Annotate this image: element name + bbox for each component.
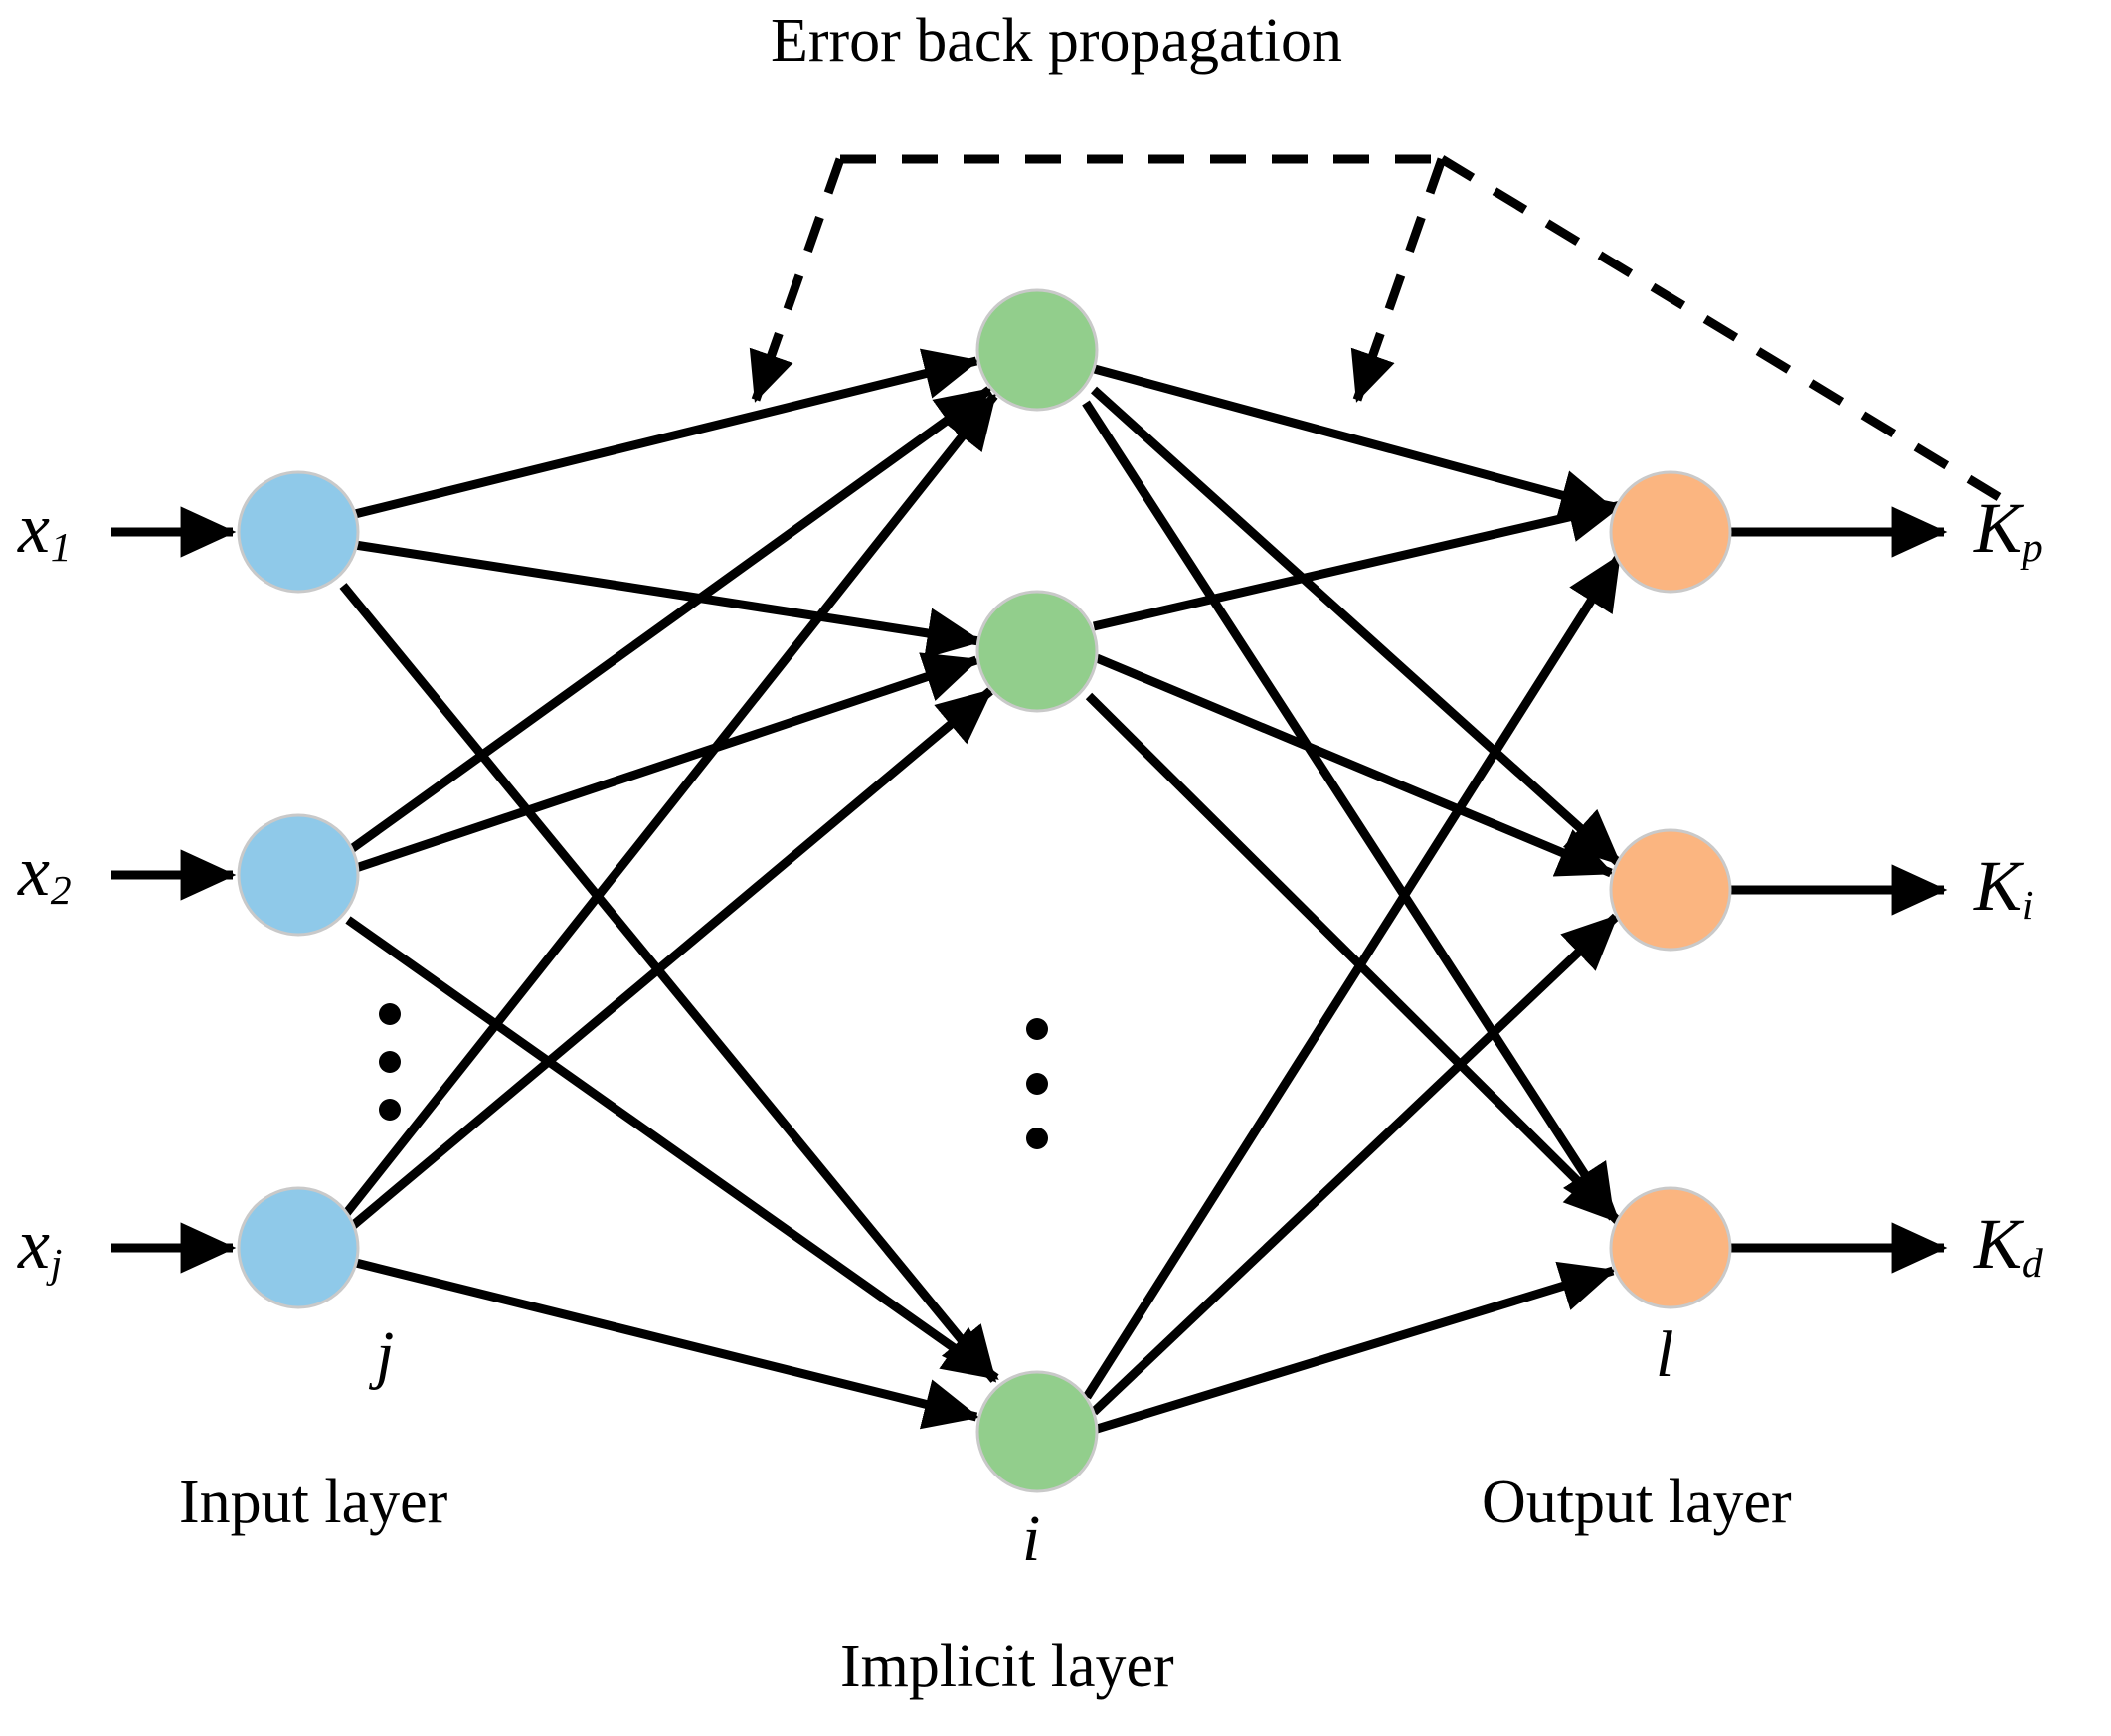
backprop-path-group — [749, 154, 2002, 501]
output-label-p-sub: p — [2022, 525, 2043, 572]
input-label-2: x2 — [18, 835, 72, 912]
edge-h2-o1 — [1092, 491, 1625, 631]
ellipsis-dots — [379, 1003, 1048, 1149]
output-node-p — [1609, 470, 1732, 594]
hidden-node-i — [975, 1370, 1099, 1493]
hidden-ellipsis-dot-1 — [1026, 1018, 1048, 1040]
input-label-1-sub: 1 — [50, 525, 72, 572]
edge-h2-o2 — [1095, 653, 1615, 878]
edge-h3-o1 — [1083, 554, 1623, 1400]
input-label-2-base: x — [18, 831, 50, 911]
hidden-node-2 — [975, 590, 1099, 713]
output-layer-label: Output layer — [1482, 1469, 1792, 1536]
output-label-i-sub: i — [2022, 883, 2034, 930]
input-node-1 — [237, 470, 360, 594]
input-ellipsis-dot-1 — [379, 1003, 401, 1025]
output-node-d — [1609, 1186, 1732, 1309]
hidden-ellipsis-dot-2 — [1026, 1073, 1048, 1095]
output-arrow-group — [1730, 506, 1948, 1274]
backprop-from-output — [1439, 155, 2002, 501]
edge-ij-h3 — [354, 1258, 980, 1430]
implicit-layer-label: Implicit layer — [840, 1633, 1174, 1700]
edge-ij-h1 — [341, 393, 998, 1218]
diagram-title: Error back propagation — [771, 7, 1342, 75]
hidden-node-1 — [975, 288, 1099, 412]
output-layer-index-label: l — [1656, 1318, 1674, 1391]
input-layer-index-label: j — [376, 1318, 395, 1391]
output-nodes — [1609, 470, 1732, 1309]
input-nodes — [237, 470, 360, 1309]
input-label-j-base: x — [18, 1204, 50, 1284]
edge-ij-h2 — [347, 687, 993, 1232]
backprop-arrow-hidden1 — [749, 157, 845, 403]
output-label-d-base: K — [1974, 1204, 2023, 1284]
input-arrow-group — [111, 506, 237, 1274]
edge-i1-h3 — [339, 583, 998, 1383]
output-label-i-base: K — [1974, 846, 2023, 926]
output-label-d-sub: d — [2022, 1241, 2043, 1288]
input-label-2-sub: 2 — [50, 868, 72, 915]
edge-h1-o2 — [1090, 386, 1623, 867]
hidden-layer-index-label: i — [1022, 1502, 1041, 1575]
edge-i2-h1 — [347, 386, 992, 854]
input-node-j — [237, 1186, 360, 1309]
backprop-arrow-hidden2 — [1350, 157, 1447, 403]
input-ellipsis-dot-2 — [379, 1051, 401, 1073]
input-label-1: x1 — [18, 492, 72, 569]
input-node-2 — [237, 813, 360, 937]
edge-h1-o1 — [1089, 363, 1617, 521]
input-label-j-sub: j — [50, 1241, 63, 1288]
output-label-p: Kp — [1974, 492, 2043, 569]
edge-h3-o3 — [1092, 1261, 1617, 1435]
hidden-nodes — [975, 288, 1099, 1493]
output-label-i: Ki — [1974, 850, 2033, 927]
input-layer-label: Input layer — [179, 1469, 448, 1536]
output-node-i — [1609, 828, 1732, 952]
hidden-ellipsis-dot-3 — [1026, 1128, 1048, 1149]
edge-i1-h1 — [353, 348, 980, 519]
output-label-d: Kd — [1974, 1208, 2043, 1285]
edge-i2-h2 — [354, 652, 980, 873]
edge-i2-h3 — [345, 916, 999, 1382]
edge-h2-o3 — [1085, 692, 1622, 1225]
input-hidden-edges — [339, 348, 999, 1430]
input-label-j: xj — [18, 1208, 62, 1285]
output-label-p-base: K — [1974, 488, 2023, 568]
edge-h3-o2 — [1090, 913, 1620, 1416]
edge-i1-h2 — [354, 540, 983, 659]
input-label-1-base: x — [18, 488, 50, 568]
input-ellipsis-dot-3 — [379, 1099, 401, 1121]
edge-h1-o3 — [1082, 400, 1617, 1221]
hidden-output-edges — [1082, 363, 1625, 1435]
